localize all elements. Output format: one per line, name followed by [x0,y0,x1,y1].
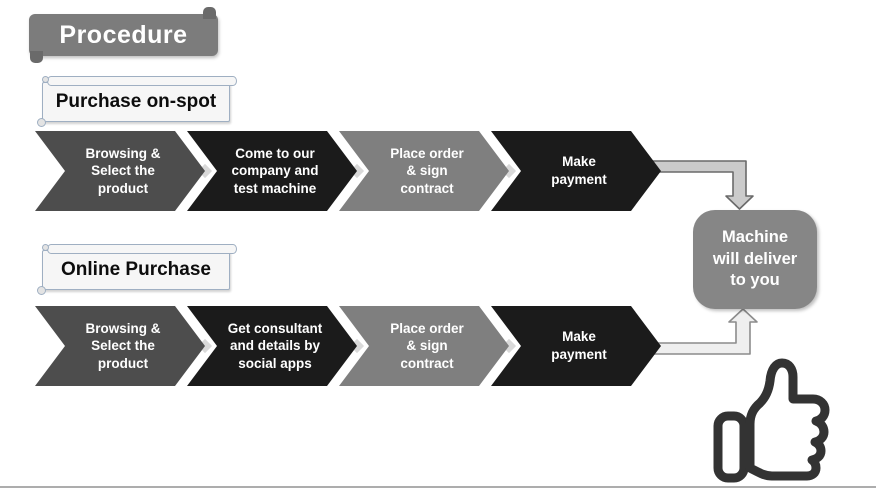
scroll-curl-icon [42,76,49,83]
section-label-purchase-on-spot: Purchase on-spot [37,76,237,127]
step-label: Make payment [551,329,607,362]
step-label: Get consultant and details by social app… [227,320,323,371]
step-label: Browsing & Select the product [85,145,161,196]
step-chevron-make-payment-1: Make payment [491,131,661,211]
step-label: Browsing & Select the product [85,320,161,371]
scroll-curl-icon [42,244,49,251]
page-title: Procedure [59,20,188,49]
step-chevron-come-to-company: Come to our company and test machine [187,131,357,211]
result-box: Machine will deliver to you [693,210,817,309]
section-label-text: Online Purchase [61,259,211,280]
title-ribbon: Procedure [29,7,218,63]
section-label-text: Purchase on-spot [55,91,217,112]
bottom-border-line [0,486,876,488]
result-text: Machine will deliver to you [712,227,798,290]
step-label: Place order & sign contract [390,320,464,371]
step-label: Make payment [551,154,607,187]
thumbs-up-icon [713,358,830,483]
section-label-online-purchase: Online Purchase [37,244,237,295]
step-chevron-browse-2: Browsing & Select the product [35,306,205,386]
step-label: Place order & sign contract [390,145,464,196]
step-label: Come to our company and test machine [231,145,319,196]
elbow-arrow-up-icon [647,308,758,355]
